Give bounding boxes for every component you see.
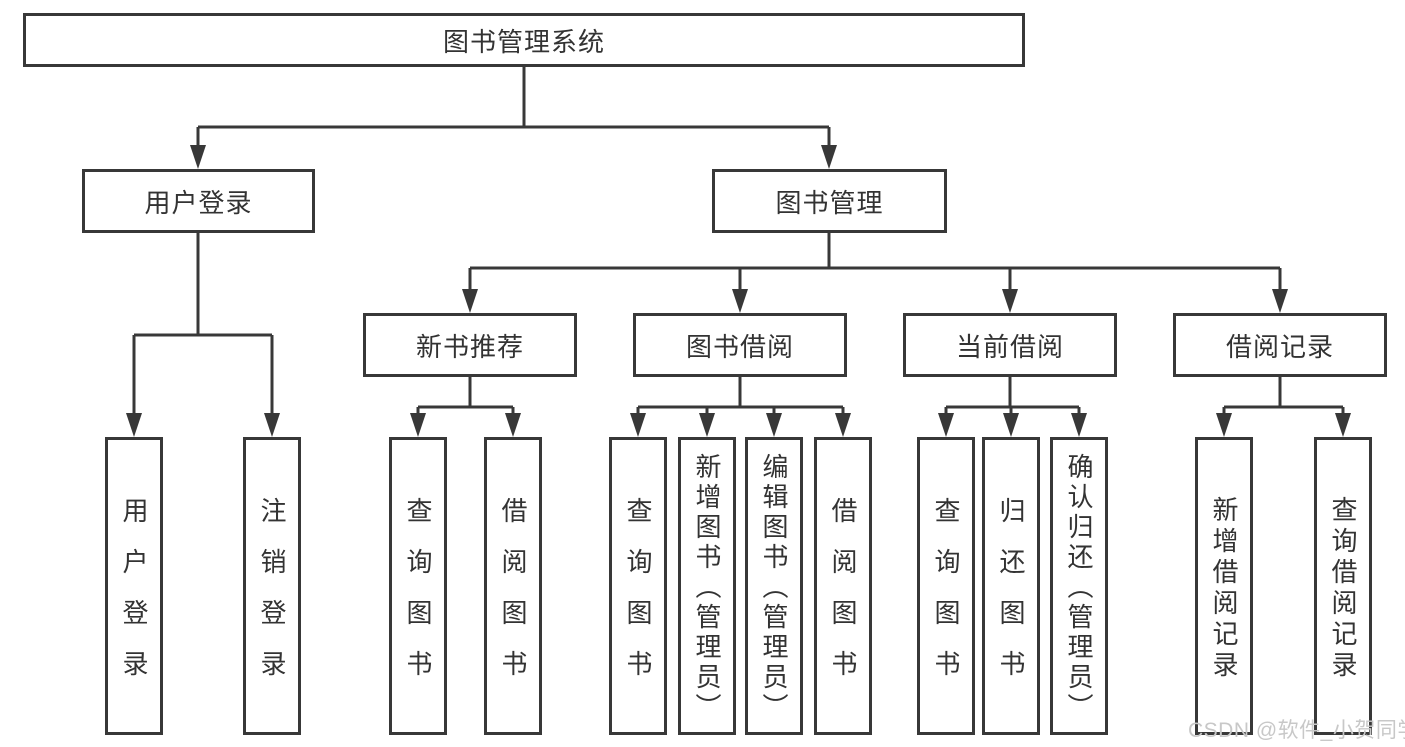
leaf-query-books-current: 查询图书 — [917, 437, 975, 735]
leaf-add-book-admin: 新增图书（管理员） — [678, 437, 736, 735]
node-label: 新增图书（管理员） — [692, 453, 722, 723]
node-label: 借阅图书 — [498, 497, 528, 701]
node-label: 用户登录 — [119, 497, 149, 701]
node-label: 编辑图书（管理员） — [759, 453, 789, 723]
node-label: 查询借阅记录 — [1328, 496, 1358, 682]
tree-edges — [132, 67, 1345, 415]
node-label: 当前借阅 — [955, 331, 1064, 362]
leaf-confirm-return-admin: 确认归还（管理员） — [1050, 437, 1108, 735]
watermark: CSDN @软件_小贺同学 — [1188, 719, 1405, 742]
node-label: 新增借阅记录 — [1209, 496, 1239, 682]
leaf-query-borrow-record: 查询借阅记录 — [1314, 437, 1372, 735]
node-book-management: 图书管理 — [712, 169, 947, 233]
leaf-borrow-books-recommend: 借阅图书 — [484, 437, 542, 735]
node-label: 查询图书 — [403, 497, 433, 701]
leaf-return-books: 归还图书 — [982, 437, 1040, 735]
node-label: 查询图书 — [623, 497, 653, 701]
node-user-login: 用户登录 — [82, 169, 315, 233]
node-label: 图书管理系统 — [442, 26, 605, 57]
node-borrowing-records: 借阅记录 — [1173, 313, 1387, 377]
node-label: 归还图书 — [996, 497, 1026, 701]
node-label: 新书推荐 — [415, 331, 524, 362]
node-label: 注销登录 — [257, 497, 287, 701]
node-label: 图书借阅 — [685, 331, 794, 362]
node-label: 确认归还（管理员） — [1064, 453, 1094, 723]
node-current-borrowing: 当前借阅 — [903, 313, 1117, 377]
node-label: 图书管理 — [775, 187, 884, 218]
node-root: 图书管理系统 — [23, 13, 1025, 67]
node-label: 用户登录 — [144, 187, 253, 218]
node-label: 借阅图书 — [828, 497, 858, 701]
leaf-query-books-borrowing: 查询图书 — [609, 437, 667, 735]
node-label: 查询图书 — [931, 497, 961, 701]
leaf-add-borrow-record: 新增借阅记录 — [1195, 437, 1253, 735]
leaf-borrow-books-borrowing: 借阅图书 — [814, 437, 872, 735]
node-new-book-recommendation: 新书推荐 — [363, 313, 577, 377]
leaf-user-login: 用户登录 — [105, 437, 163, 735]
node-book-borrowing: 图书借阅 — [633, 313, 847, 377]
leaf-query-books-recommend: 查询图书 — [389, 437, 447, 735]
leaf-logout: 注销登录 — [243, 437, 301, 735]
leaf-edit-book-admin: 编辑图书（管理员） — [745, 437, 803, 735]
node-label: 借阅记录 — [1225, 331, 1334, 362]
